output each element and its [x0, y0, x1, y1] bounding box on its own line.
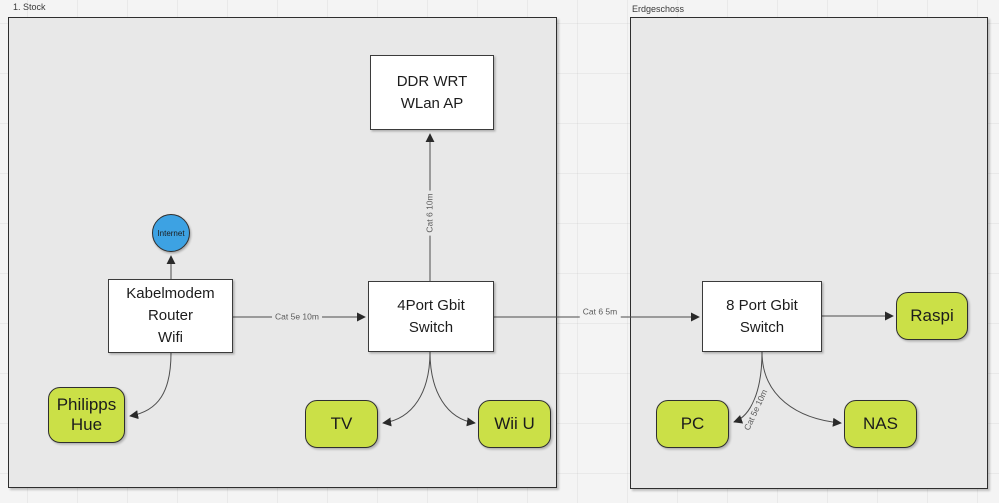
node-tv[interactable]: TV [305, 400, 378, 448]
edge-switch4-to-wiiu[interactable] [429, 351, 476, 427]
edge-switch4-to-tv[interactable] [382, 351, 431, 427]
node-ddr-wrt-wlan-ap[interactable]: DDR WRT WLan AP [370, 55, 494, 130]
node-label: Kabelmodem Router Wifi [126, 285, 215, 346]
node-label: Wii U [494, 414, 535, 433]
node-label: TV [330, 414, 353, 433]
node-pc[interactable]: PC [656, 400, 729, 448]
node-label: NAS [863, 414, 898, 433]
node-philipps-hue[interactable]: Philipps Hue [48, 387, 125, 443]
node-nas[interactable]: NAS [844, 400, 917, 448]
node-label: PC [680, 414, 705, 433]
edge-label-cat5e-10m[interactable]: Cat 5e 10m [272, 311, 322, 323]
edge-label-cat6-10m[interactable]: Cat 6 10m [424, 190, 436, 236]
node-raspi[interactable]: Raspi [896, 292, 968, 340]
node-label: 4Port Gbit Switch [397, 296, 465, 336]
edge-kabelmodem-to-hue[interactable] [129, 352, 172, 420]
node-wii-u[interactable]: Wii U [478, 400, 551, 448]
node-kabelmodem-router-wifi[interactable]: Kabelmodem Router Wifi [108, 279, 233, 353]
edge-switch8-to-nas[interactable] [761, 351, 842, 427]
node-label: 8 Port Gbit Switch [726, 296, 798, 336]
container-title-stock: 1. Stock [13, 2, 46, 12]
node-label: Philipps Hue [56, 395, 117, 434]
node-label: DDR WRT WLan AP [396, 72, 468, 112]
edge-label-cat6-5m[interactable]: Cat 6 5m [579, 306, 621, 318]
node-label: Raspi [910, 306, 954, 325]
node-8port-gbit-switch[interactable]: 8 Port Gbit Switch [702, 281, 822, 352]
node-4port-gbit-switch[interactable]: 4Port Gbit Switch [368, 281, 494, 352]
container-title-erdgeschoss: Erdgeschoss [632, 4, 685, 14]
node-label: Internet [157, 228, 185, 238]
node-internet[interactable]: Internet [152, 214, 190, 252]
